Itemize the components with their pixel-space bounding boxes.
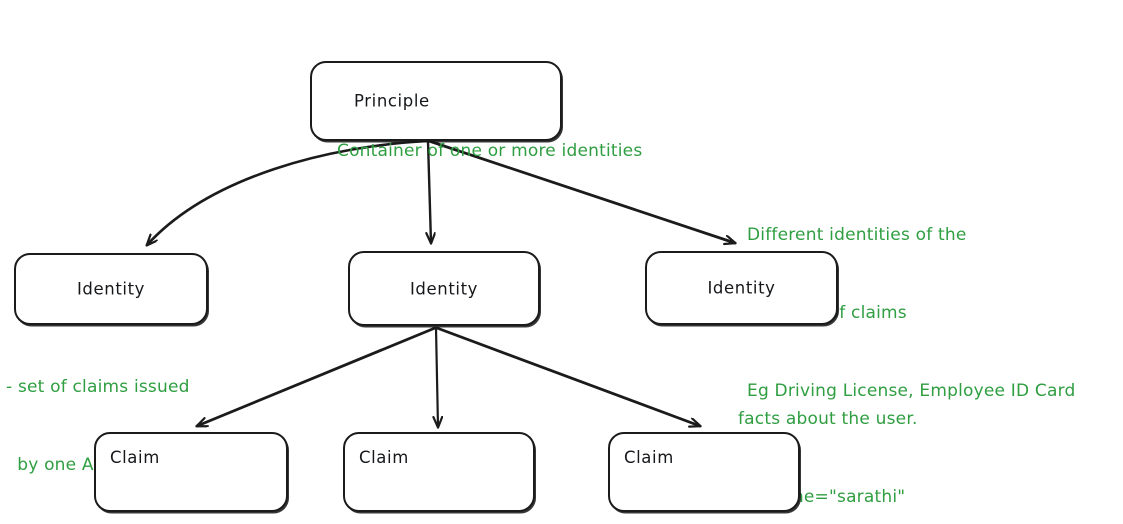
- node-claim-left[interactable]: Claim: [94, 432, 288, 512]
- node-identity-middle-label: Identity: [409, 279, 479, 298]
- node-identity-left[interactable]: Identity: [14, 253, 208, 325]
- node-identity-middle[interactable]: Identity: [348, 251, 540, 326]
- annotation-principle: User Container of one or more identities: [337, 8, 642, 216]
- node-identity-right-label: Identity: [707, 278, 776, 298]
- annotation-principle-line2: Container of one or more identities: [337, 141, 643, 161]
- node-claim-middle-label: Claim: [359, 448, 409, 467]
- node-claim-right-label: Claim: [624, 448, 674, 467]
- annotation-identity-right-line1: Different identities of the: [747, 225, 967, 245]
- node-principle-label: Principle: [354, 91, 430, 111]
- node-claim-left-label: Claim: [110, 448, 160, 467]
- edge-identity-to-claim-left: [197, 326, 437, 428]
- node-claim-right[interactable]: Claim: [608, 432, 800, 512]
- annotation-identity-left-line1: - set of claims issued: [6, 377, 190, 397]
- annotation-identity-right-line3: Eg Driving License, Employee ID Card: [747, 381, 1076, 401]
- edge-identity-to-claim-middle: [436, 326, 438, 427]
- node-identity-right[interactable]: Identity: [645, 251, 838, 325]
- annotation-claim: facts about the user. Eg name="sarathi" …: [738, 354, 983, 524]
- node-claim-middle[interactable]: Claim: [343, 432, 535, 512]
- node-identity-left-label: Identity: [76, 279, 146, 299]
- node-principle[interactable]: Principle: [310, 61, 562, 141]
- annotation-claim-line1: facts about the user.: [738, 409, 918, 429]
- edge-identity-to-claim-right: [435, 326, 700, 426]
